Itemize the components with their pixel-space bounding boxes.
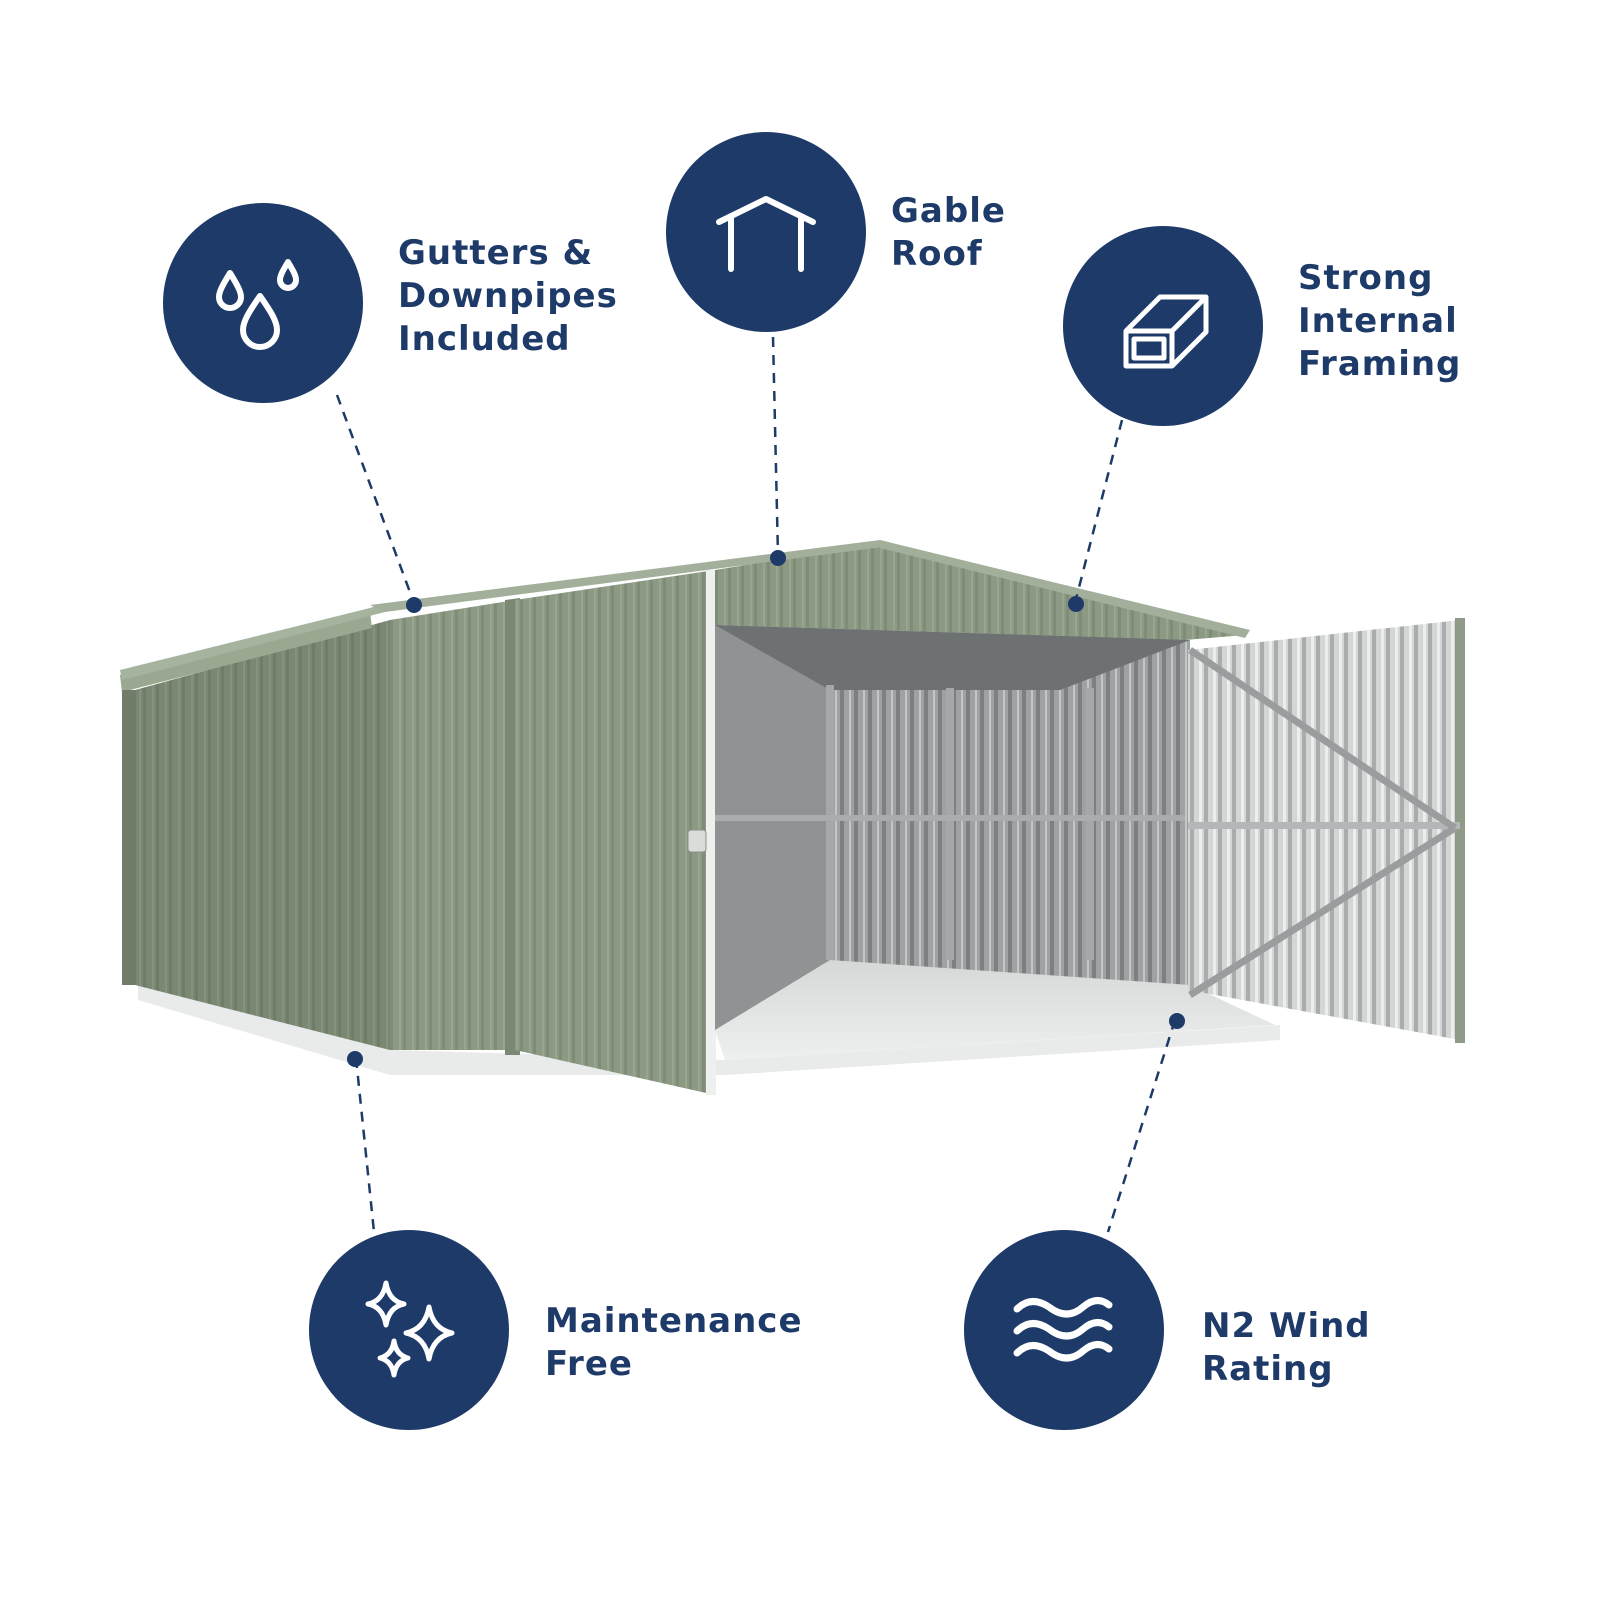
wind-waves-icon	[1013, 1297, 1113, 1362]
gutters-feature-label: Gutters & Downpipes Included	[398, 232, 618, 361]
gable-roof-feature-circle	[666, 132, 866, 332]
framing-label-line: Strong	[1298, 258, 1434, 298]
gutters-feature-circle	[163, 203, 363, 403]
callout-line-maintenance	[354, 1057, 376, 1233]
framing-label-line: Framing	[1298, 344, 1462, 384]
framing-label-line: Internal	[1298, 301, 1458, 341]
wind-rating-label-line: N2 Wind	[1202, 1306, 1371, 1346]
wind-rating-feature-circle	[964, 1230, 1164, 1430]
callout-dot-wind-rating	[1169, 1013, 1185, 1029]
callout-line-gable-roof	[771, 336, 780, 557]
wind-rating-feature-label: N2 Wind Rating	[1202, 1305, 1371, 1391]
maintenance-feature-circle	[309, 1230, 509, 1430]
callout-dot-framing	[1068, 596, 1084, 612]
callout-dot-gutters	[406, 597, 422, 613]
house-roof-icon	[716, 196, 816, 272]
maintenance-feature-label: Maintenance Free	[545, 1300, 803, 1386]
gutters-label-line: Included	[398, 319, 571, 359]
callout-dot-gable-roof	[770, 550, 786, 566]
steel-beam-icon	[1123, 294, 1209, 369]
framing-feature-label: Strong Internal Framing	[1298, 257, 1461, 386]
maintenance-label-line: Free	[545, 1344, 633, 1384]
gutters-label-line: Gutters &	[398, 233, 594, 273]
callout-line-wind-rating	[1106, 1019, 1177, 1233]
gable-roof-label-line: Roof	[891, 234, 983, 274]
callout-line-framing	[1073, 419, 1124, 604]
water-drops-icon	[216, 259, 299, 350]
wind-rating-label-line: Rating	[1202, 1349, 1334, 1389]
maintenance-label-line: Maintenance	[545, 1301, 803, 1341]
gutters-label-line: Downpipes	[398, 276, 618, 316]
sparkle-icon	[365, 1280, 455, 1378]
callout-dot-maintenance	[347, 1051, 363, 1067]
gable-roof-label-line: Gable	[891, 191, 1006, 231]
framing-feature-circle	[1063, 226, 1263, 426]
gable-roof-feature-label: Gable Roof	[891, 190, 1006, 276]
callout-line-gutters	[335, 394, 416, 604]
